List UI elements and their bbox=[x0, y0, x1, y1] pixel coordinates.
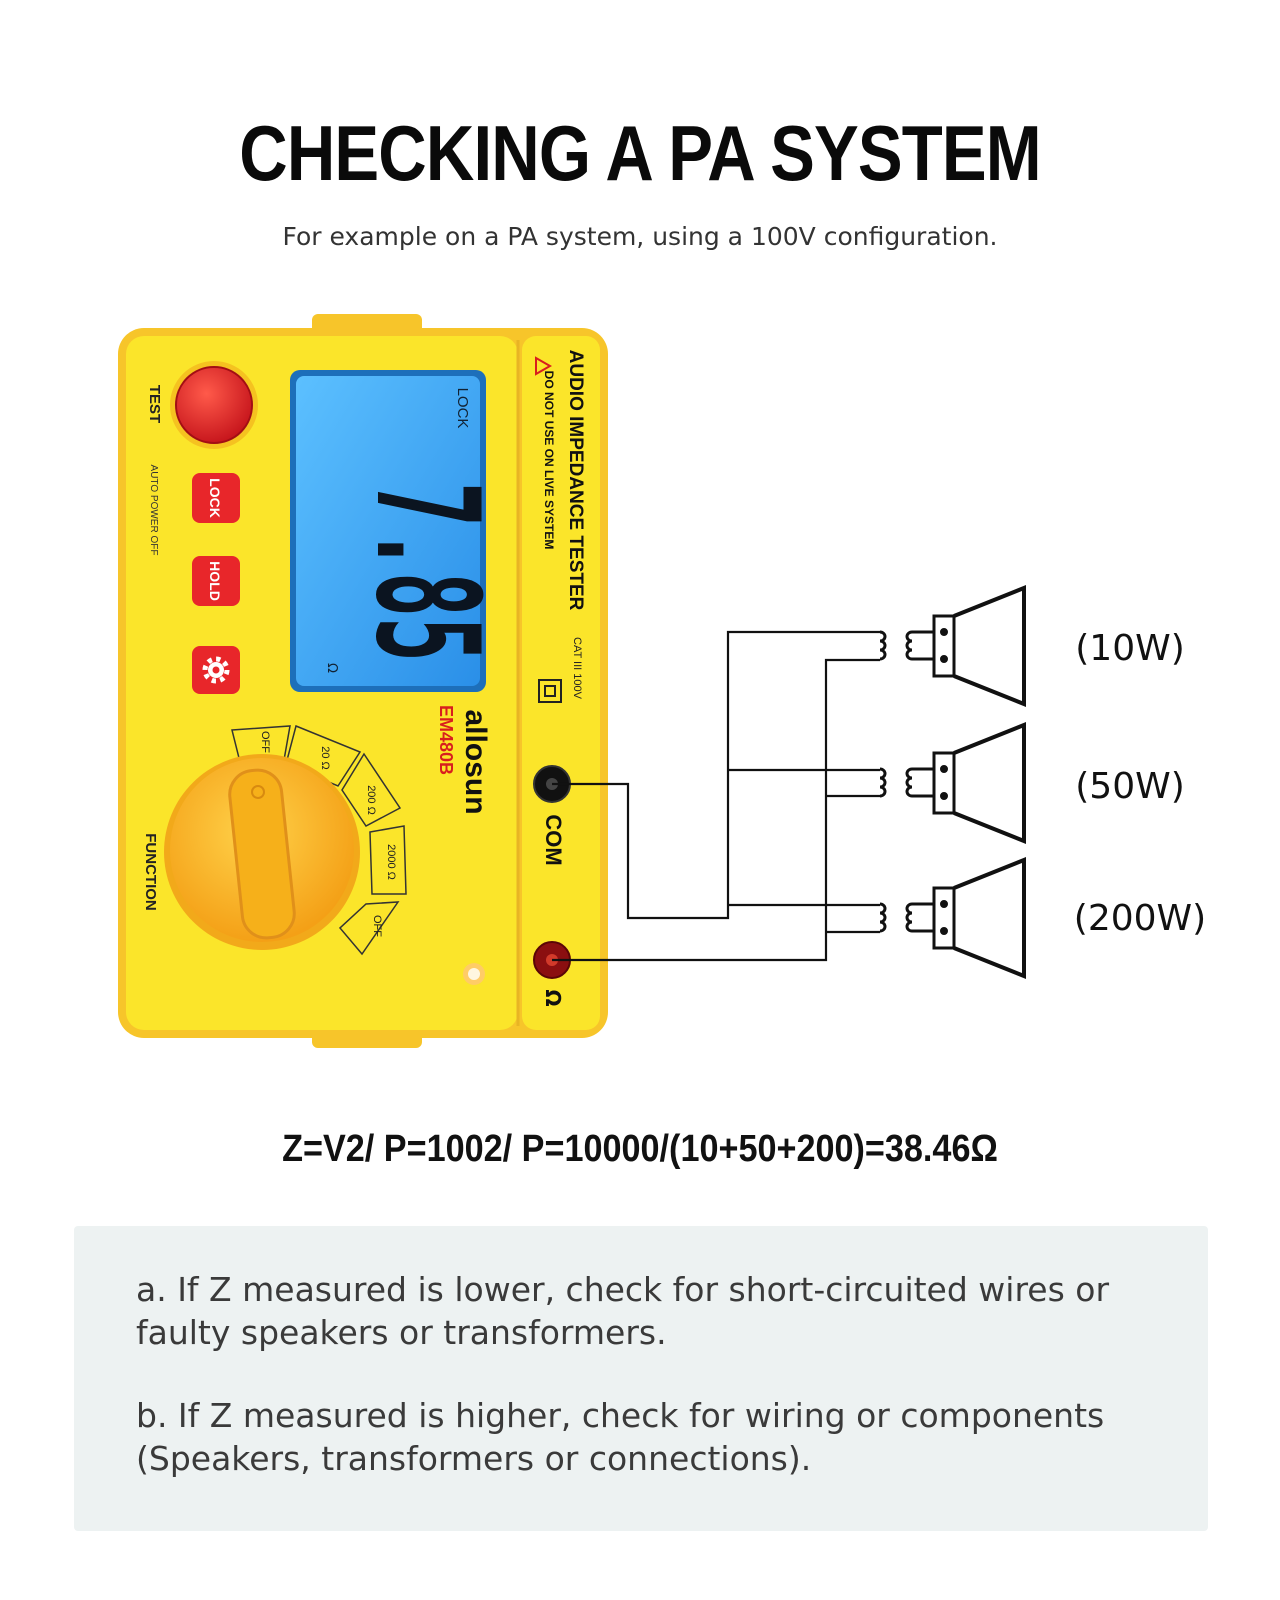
brand-logo: allosun bbox=[459, 709, 492, 814]
note-a: a. If Z measured is lower, check for sho… bbox=[136, 1270, 1110, 1352]
hold-button-label: HOLD bbox=[207, 561, 223, 601]
speaker-cone bbox=[953, 857, 1026, 979]
speaker-cone bbox=[953, 722, 1026, 844]
pa-system-diagram: TEST AUTO POWER OFF FUNCTION LOCK HOLD L… bbox=[118, 314, 1206, 1048]
speaker-cone bbox=[953, 585, 1026, 707]
speaker-label-200w: (200W) bbox=[1074, 898, 1206, 939]
dial-scale bbox=[231, 724, 407, 956]
page-subtitle: For example on a PA system, using a 100V… bbox=[282, 222, 998, 251]
wiring bbox=[552, 630, 880, 962]
speaker-terminal bbox=[940, 628, 948, 636]
speaker-terminal bbox=[940, 765, 948, 773]
gear-icon bbox=[202, 656, 230, 684]
dial-position-200: 200 Ω bbox=[365, 785, 377, 815]
speaker-label-50w: (50W) bbox=[1075, 766, 1185, 807]
warning-text: DO NOT USE ON LIVE SYSTEM bbox=[542, 371, 556, 550]
lcd-display bbox=[296, 376, 480, 686]
com-label: COM bbox=[541, 814, 566, 865]
speaker-terminal bbox=[940, 655, 948, 663]
test-label: TEST bbox=[146, 385, 163, 423]
speaker-10w bbox=[879, 585, 1026, 707]
product-name: AUDIO IMPEDANCE TESTER bbox=[565, 350, 586, 611]
impedance-formula: Z=V2/ P=1002/ P=10000/(10+50+200)=38.46Ω bbox=[282, 1128, 998, 1170]
speaker-magnet bbox=[932, 614, 956, 678]
speaker-terminal bbox=[940, 927, 948, 935]
lcd-unit: Ω bbox=[324, 663, 339, 673]
cat-rating: CAT III 100V bbox=[571, 637, 583, 700]
transformer-secondary-coil bbox=[905, 767, 913, 798]
speaker-terminal bbox=[940, 792, 948, 800]
function-label: FUNCTION bbox=[142, 833, 159, 911]
auto-power-off-label: AUTO POWER OFF bbox=[148, 465, 159, 556]
dial-position-off-1: OFF bbox=[259, 731, 271, 753]
model-number: EM480B bbox=[436, 705, 456, 775]
speaker-terminal bbox=[940, 900, 948, 908]
transformer-primary-coil bbox=[879, 902, 887, 933]
speaker-magnet bbox=[932, 751, 956, 815]
double-insulation-icon bbox=[538, 679, 562, 703]
transformer-primary-coil bbox=[879, 767, 887, 798]
transformer-secondary-coil bbox=[905, 630, 913, 661]
ohm-terminal-label: Ω bbox=[541, 989, 565, 1006]
speaker-magnet bbox=[932, 886, 956, 950]
speaker-50w bbox=[879, 722, 1026, 844]
speaker-label-10w: (10W) bbox=[1075, 628, 1185, 669]
lcd-reading: 7.85 bbox=[344, 482, 509, 662]
transformer-secondary-coil bbox=[905, 902, 913, 933]
transformer-primary-coil bbox=[879, 630, 887, 661]
dial-position-20: 20 Ω bbox=[319, 746, 331, 770]
page-title: CHECKING A PA SYSTEM bbox=[239, 109, 1041, 197]
lcd-lock-indicator: LOCK bbox=[454, 388, 471, 429]
lock-button-label: LOCK bbox=[207, 478, 223, 518]
note-b: b. If Z measured is higher, check for wi… bbox=[136, 1396, 1105, 1478]
knob-grip bbox=[228, 768, 296, 940]
test-button[interactable] bbox=[175, 366, 253, 444]
impedance-tester: TEST AUTO POWER OFF FUNCTION LOCK HOLD L… bbox=[118, 314, 608, 1048]
lock-button[interactable] bbox=[192, 473, 240, 523]
warning-icon bbox=[535, 356, 553, 376]
dial-position-2000: 2000 Ω bbox=[385, 844, 397, 880]
speakers-group bbox=[879, 585, 1026, 979]
hold-button[interactable] bbox=[192, 556, 240, 606]
dial-position-off-2: OFF bbox=[371, 915, 383, 937]
speaker-200w bbox=[879, 857, 1026, 979]
notes-panel: a. If Z measured is lower, check for sho… bbox=[74, 1226, 1208, 1531]
